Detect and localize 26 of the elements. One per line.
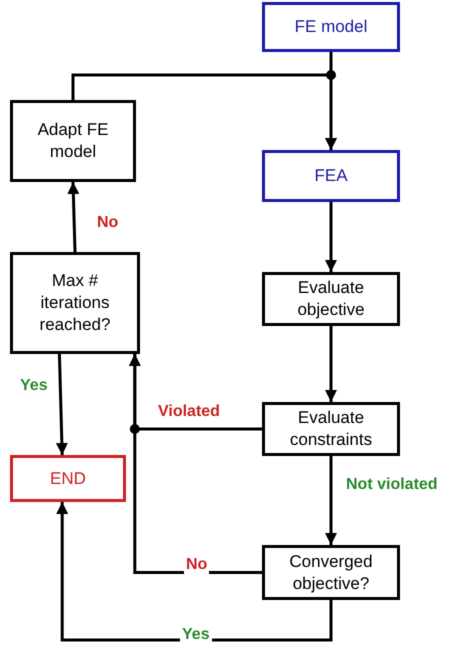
arrow xyxy=(325,456,337,545)
box-label: Converged objective? xyxy=(288,550,374,594)
process-box xyxy=(10,252,140,354)
arrow xyxy=(325,202,337,272)
process-box xyxy=(262,545,400,600)
box-label: END xyxy=(50,468,86,490)
box-label: FEA xyxy=(314,165,348,187)
arrow xyxy=(72,74,337,150)
edge-label: Yes xyxy=(180,626,212,644)
edge-label: No xyxy=(184,556,210,574)
arrow xyxy=(67,182,80,252)
arrow xyxy=(325,326,337,402)
process-box xyxy=(262,2,400,52)
arrow xyxy=(56,354,68,456)
process-box xyxy=(10,455,126,502)
box-label: FE model xyxy=(294,16,368,38)
box-label: Adapt FE model xyxy=(36,119,110,163)
arrow xyxy=(128,354,262,574)
process-box xyxy=(10,100,136,182)
box-label: Evaluate objective xyxy=(296,277,366,321)
box-label: Max # iterations reached? xyxy=(38,270,112,336)
process-box xyxy=(262,402,400,456)
process-box xyxy=(262,272,400,326)
arrow xyxy=(56,502,332,642)
process-box xyxy=(262,150,400,202)
box-label: Evaluate constraints xyxy=(288,407,374,451)
